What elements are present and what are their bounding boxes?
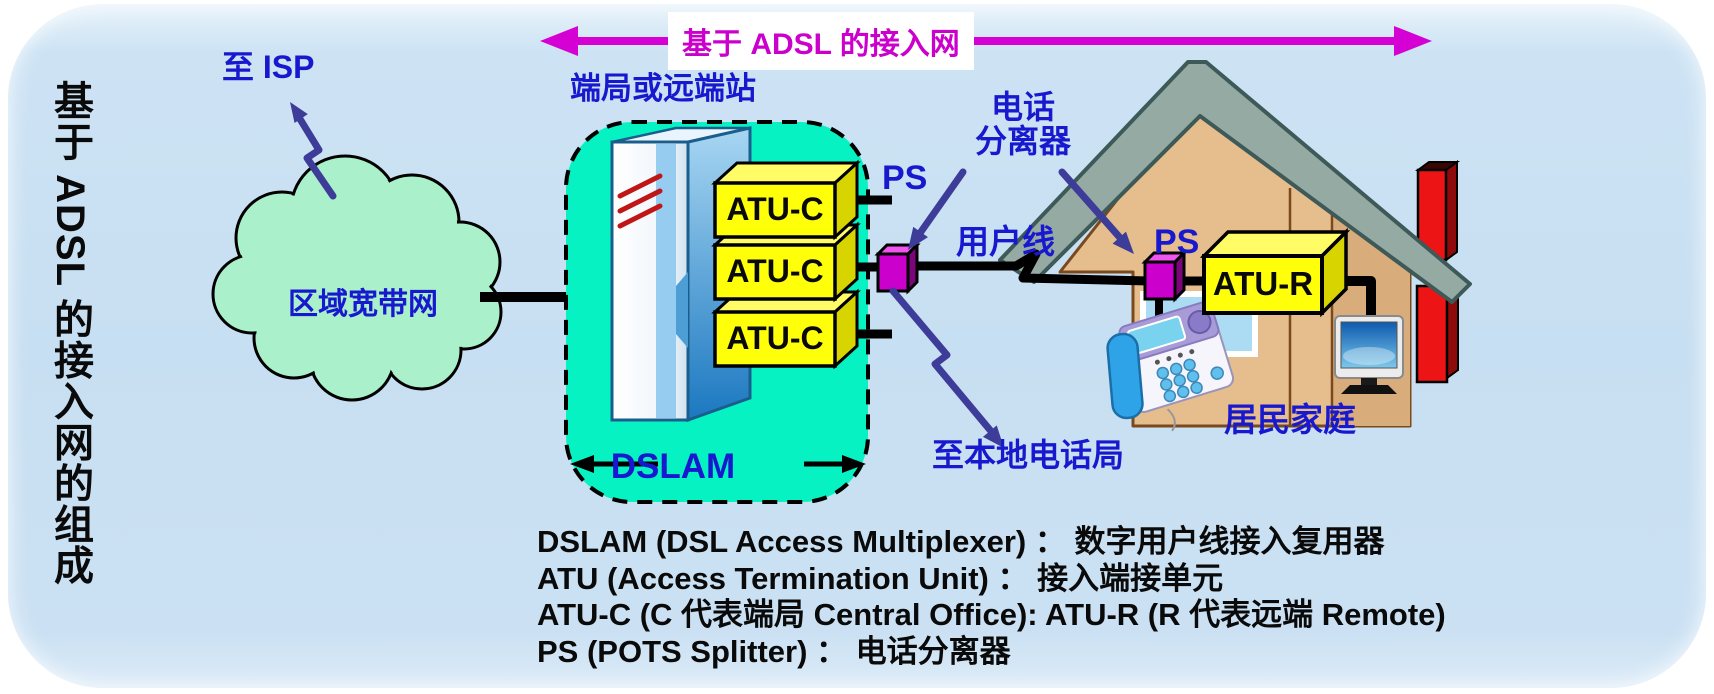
atu-c-label-3: ATU-C (726, 320, 824, 357)
atu-c-box-1 (711, 159, 861, 241)
phone-keypad (1156, 358, 1224, 403)
atu-c-label-2: ATU-C (726, 253, 824, 290)
dslam-measure-arrows (570, 455, 866, 473)
local-office-arrow (889, 287, 1004, 448)
central-office-label: 端局或远端站 (570, 71, 756, 106)
server-stripes (617, 173, 663, 229)
legend: DSLAM (DSL Access Multiplexer) ： 数字用户线接入… (537, 524, 1446, 670)
home-label: 居民家庭 (1224, 401, 1356, 438)
ps-cube-home (1141, 249, 1188, 303)
atu-c-box-2 (711, 221, 861, 303)
dslam-label: DSLAM (610, 447, 736, 486)
red-pillar (1415, 276, 1459, 384)
ps-label-home: PS (1154, 223, 1200, 261)
broadband-cloud (211, 154, 503, 402)
subscriber-line-label: 用户线 (956, 223, 1055, 260)
atu-c-label-1: ATU-C (726, 191, 824, 228)
splitter-callout-label: 电话 分离器 (974, 89, 1071, 159)
house-roof (998, 60, 1472, 304)
banner-label-text: 基于 ADSL 的接入网 (682, 28, 960, 61)
cloud-label: 区域宽带网 (288, 288, 438, 321)
legend-line-dslam: DSLAM (DSL Access Multiplexer) ： 数字用户线接入… (537, 524, 1385, 559)
side-title: 基于 ADSL 的接入网的组成 (48, 80, 92, 586)
legend-line-atuc-atur: ATU-C (C 代表端局 Central Office): ATU-R (R … (537, 597, 1446, 632)
telephone (1106, 300, 1235, 432)
isp-link-arrow (290, 102, 337, 200)
to-local-office-label: 至本地电话局 (932, 437, 1125, 473)
atu-r-box (1199, 227, 1351, 318)
ps-label-central: PS (882, 159, 928, 197)
phone-handset (1106, 332, 1144, 420)
legend-line-ps: PS (POTS Splitter) ： 电话分离器 (537, 633, 1011, 669)
splitter-callout-arrows (908, 168, 1134, 254)
ps-cube-central (874, 241, 921, 295)
desktop-computer (1334, 315, 1404, 394)
subscriber-line (908, 249, 1151, 286)
banner-label: 基于 ADSL 的接入网 (668, 12, 974, 70)
to-isp-label: 至 ISP (222, 49, 315, 85)
atu-r-label: ATU-R (1212, 265, 1314, 303)
legend-line-atu: ATU (Access Termination Unit) ： 接入端接单元 (537, 560, 1224, 596)
